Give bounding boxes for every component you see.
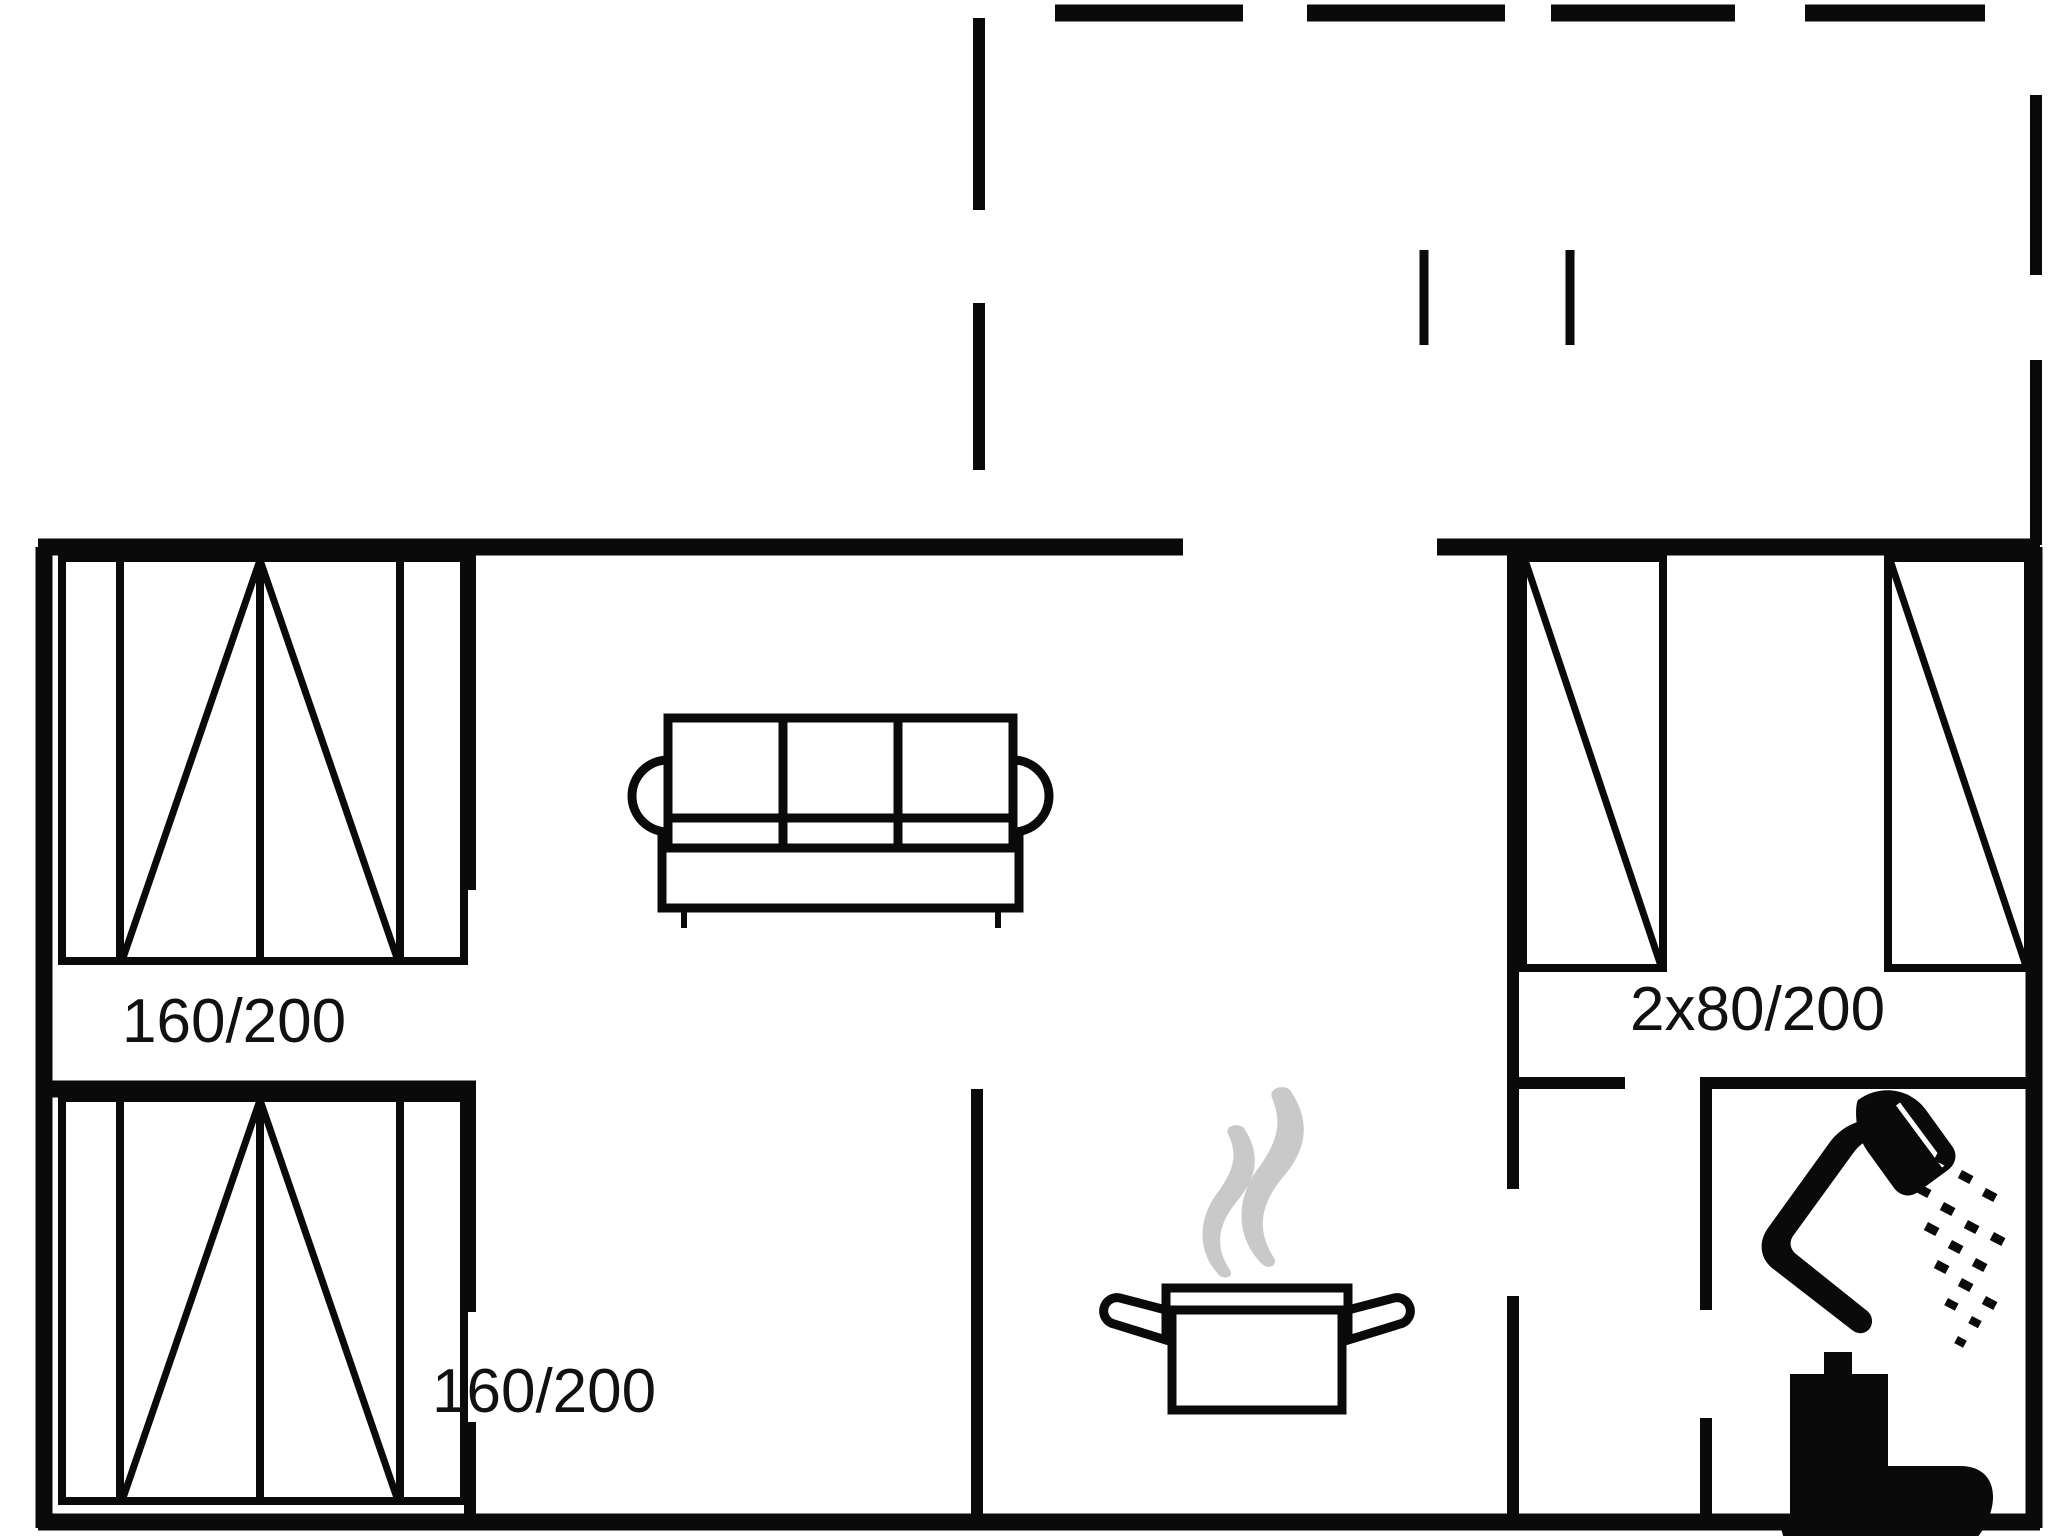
sofa-arm-right [1012,755,1054,837]
pot-handle-right [1343,1293,1415,1347]
label-bed-upper-left: 160/200 [122,987,346,1056]
toilet-icon [1780,1352,1993,1536]
label-bed-lower-left: 160/200 [432,1357,656,1426]
toilet-cistern [1790,1374,1888,1514]
shower-spray [1915,1151,2006,1348]
bed-diagonal-left-upper-left [119,558,264,960]
pot-handle-left [1099,1293,1171,1347]
bed-diagonal-right-lower-left [256,1098,401,1500]
pot-rim [1161,1283,1353,1315]
bed-diagonal-right-upper-left [256,558,401,960]
double-bed-icon-lower-left [58,1094,468,1505]
sofa-backrest [663,713,1018,853]
shower-arm [1761,1119,1905,1334]
bed-nightstand-lower-left [396,1094,468,1505]
bed-nightstand-upper-left [396,554,468,965]
steam-wisp-left [1202,1125,1255,1278]
toilet-flush-button [1824,1352,1852,1374]
shower-head-icon [1761,1090,2006,1348]
double-bed-icon-upper-left [58,554,468,965]
steam-wisp-right [1241,1087,1304,1267]
single-bed-icons-right [1519,554,2032,972]
label-bed-right: 2x80/200 [1630,975,1885,1044]
bed-diagonal-left-lower-left [119,1098,264,1500]
sofa-arm-left [627,755,669,837]
single-bed-right-diagonal [1886,558,2030,968]
sofa-icon [627,713,1054,928]
toilet-bowl [1780,1466,1993,1536]
interior-walls [44,553,2040,1528]
bed-headboard-upper-left [58,554,124,965]
bed-headboard-lower-left [58,1094,124,1505]
upper-dashed-walls [973,4,2042,545]
single-bed-left-diagonal [1521,558,1665,968]
shower-head [1856,1090,1956,1196]
cooking-pot-icon [1099,1087,1415,1415]
